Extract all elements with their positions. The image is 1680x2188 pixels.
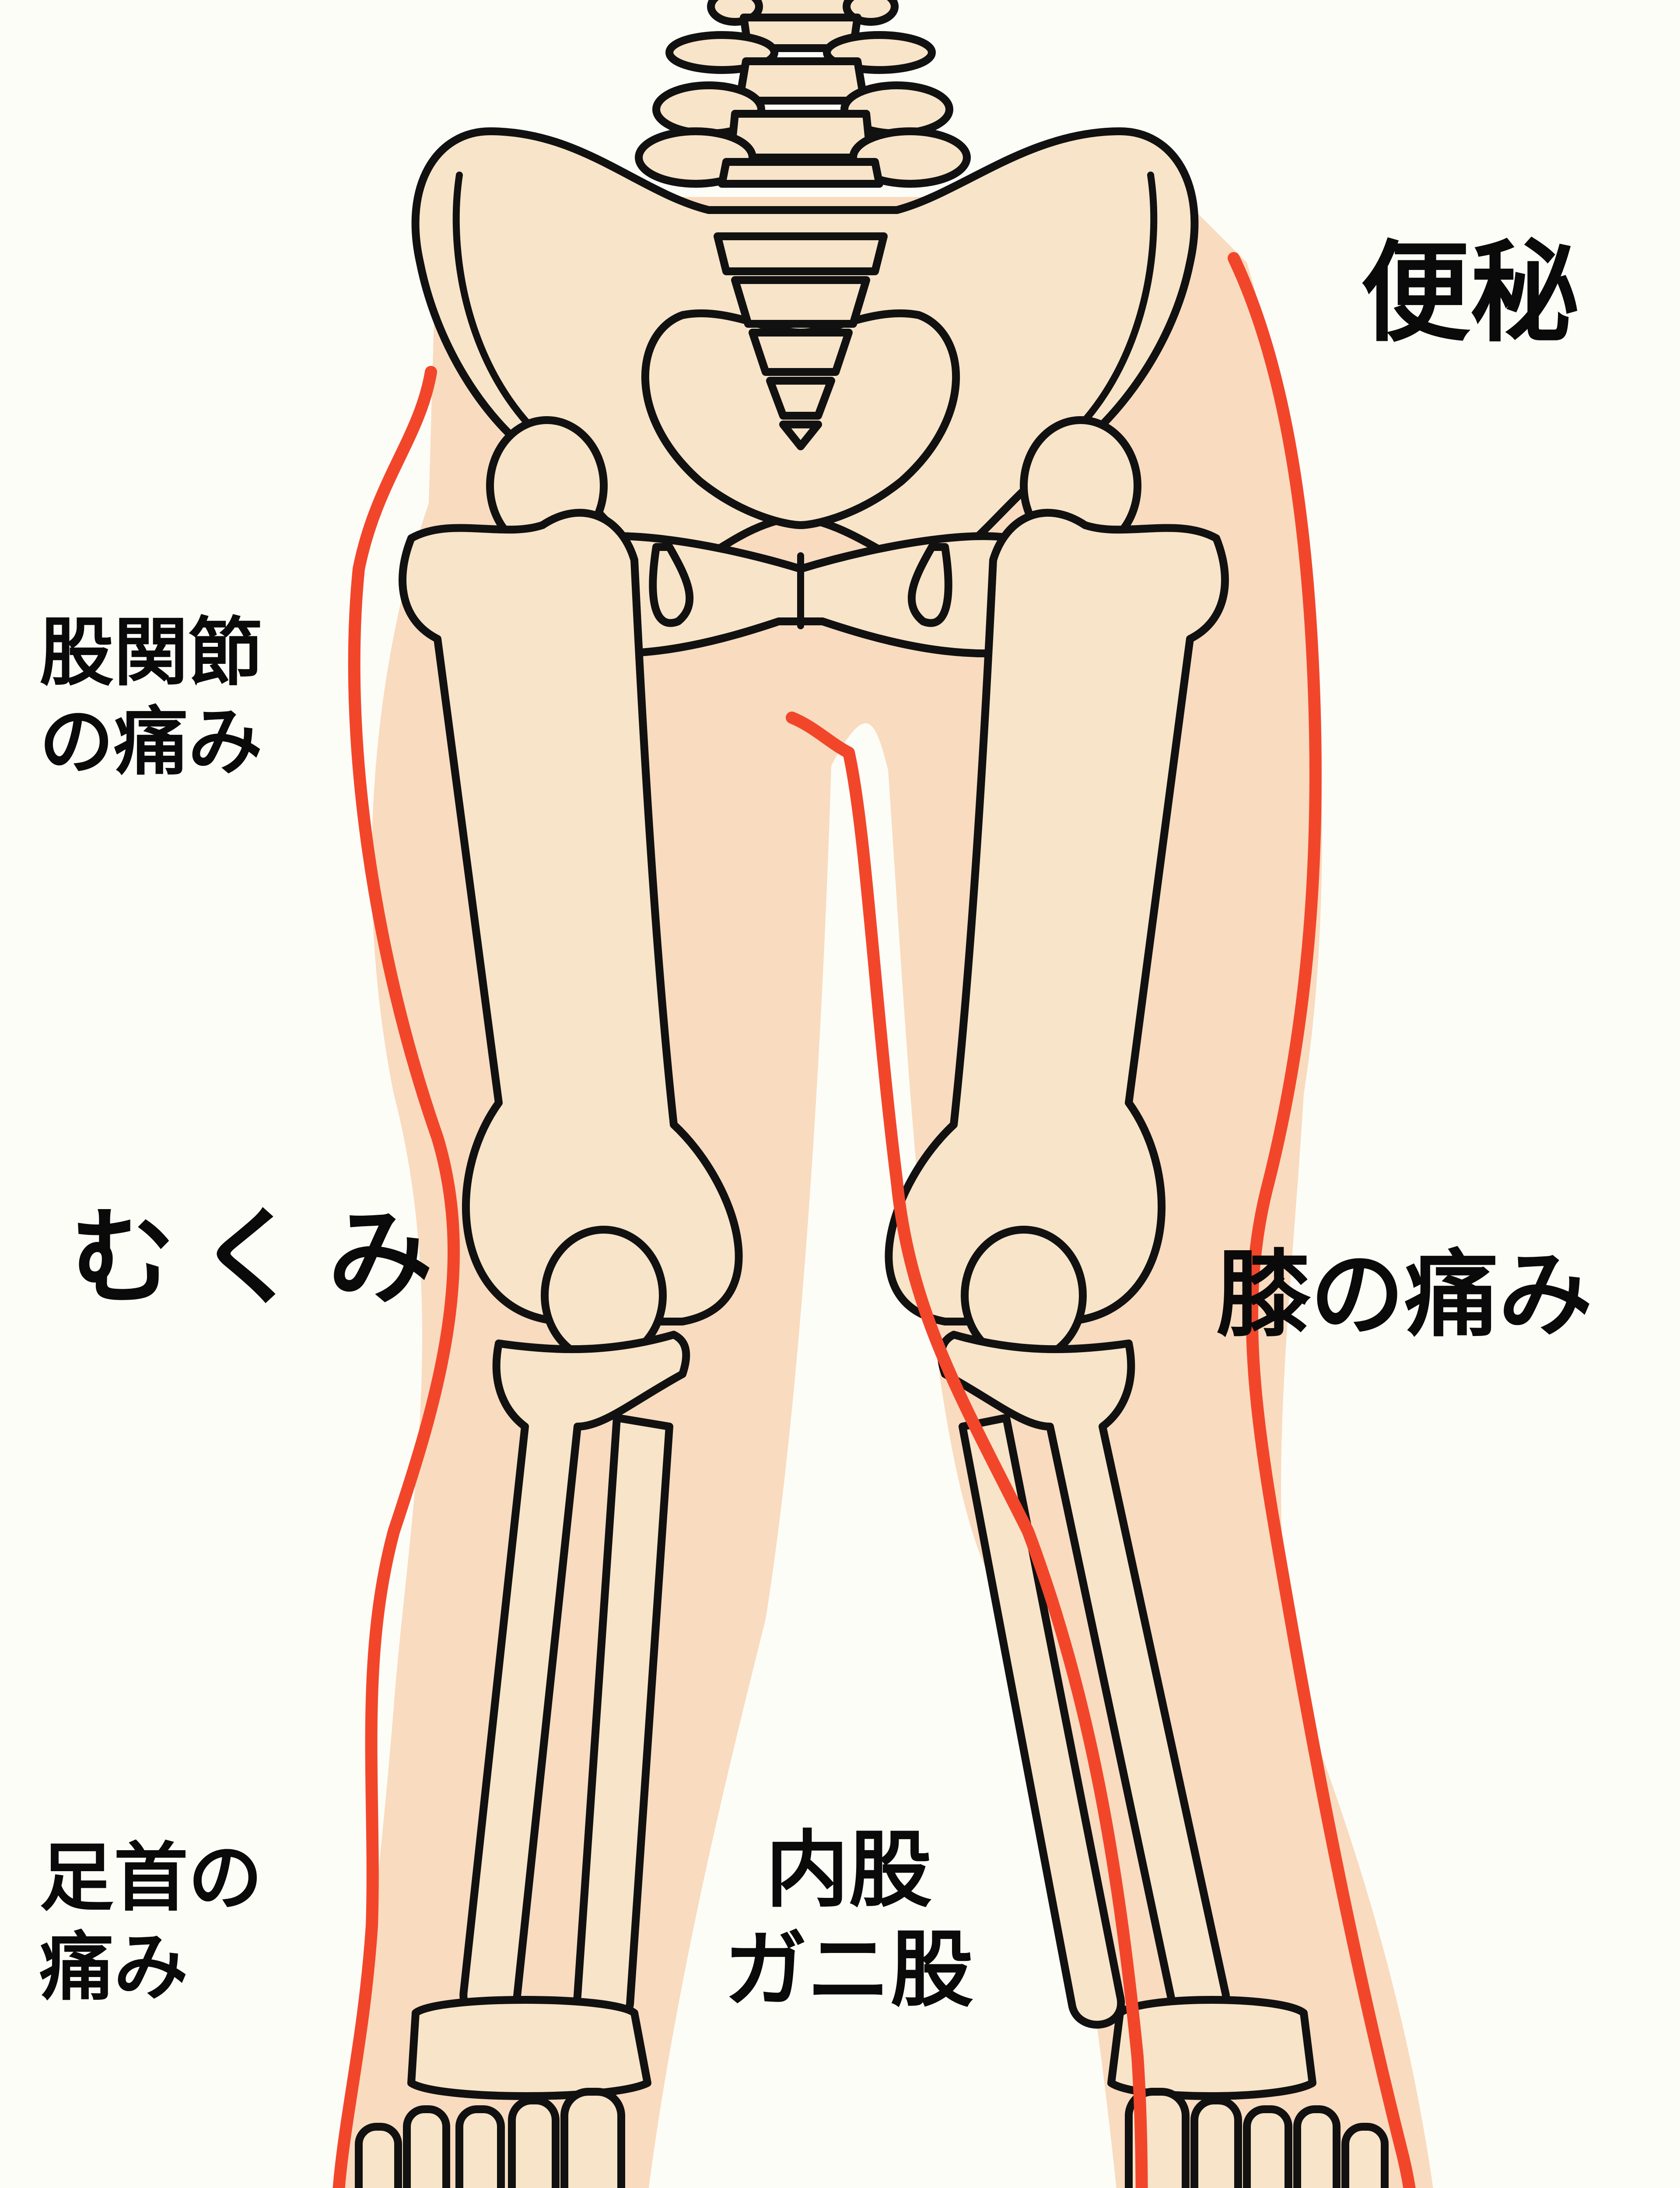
right-foot-bones bbox=[1107, 1996, 1389, 2188]
label-constipation: 便秘 bbox=[1361, 229, 1579, 357]
sacrum bbox=[714, 232, 888, 450]
lumbar-spine bbox=[635, 0, 971, 188]
label-ankle-pain: 足首の 痛み bbox=[39, 1835, 263, 2011]
left-femur bbox=[399, 416, 743, 1365]
right-lower-leg-bones bbox=[937, 1331, 1230, 2029]
left-foot-bones bbox=[355, 1996, 651, 2188]
label-bowlegs-knock-knees: 内股 ガニ股 bbox=[724, 1822, 973, 2018]
body-outline bbox=[332, 252, 1416, 2188]
label-knee-pain: 膝の痛み bbox=[1216, 1240, 1592, 1350]
label-swelling: むくみ bbox=[70, 1196, 455, 1319]
label-hip-joint-pain: 股関節 の痛み bbox=[39, 610, 263, 785]
right-femur bbox=[885, 416, 1229, 1365]
